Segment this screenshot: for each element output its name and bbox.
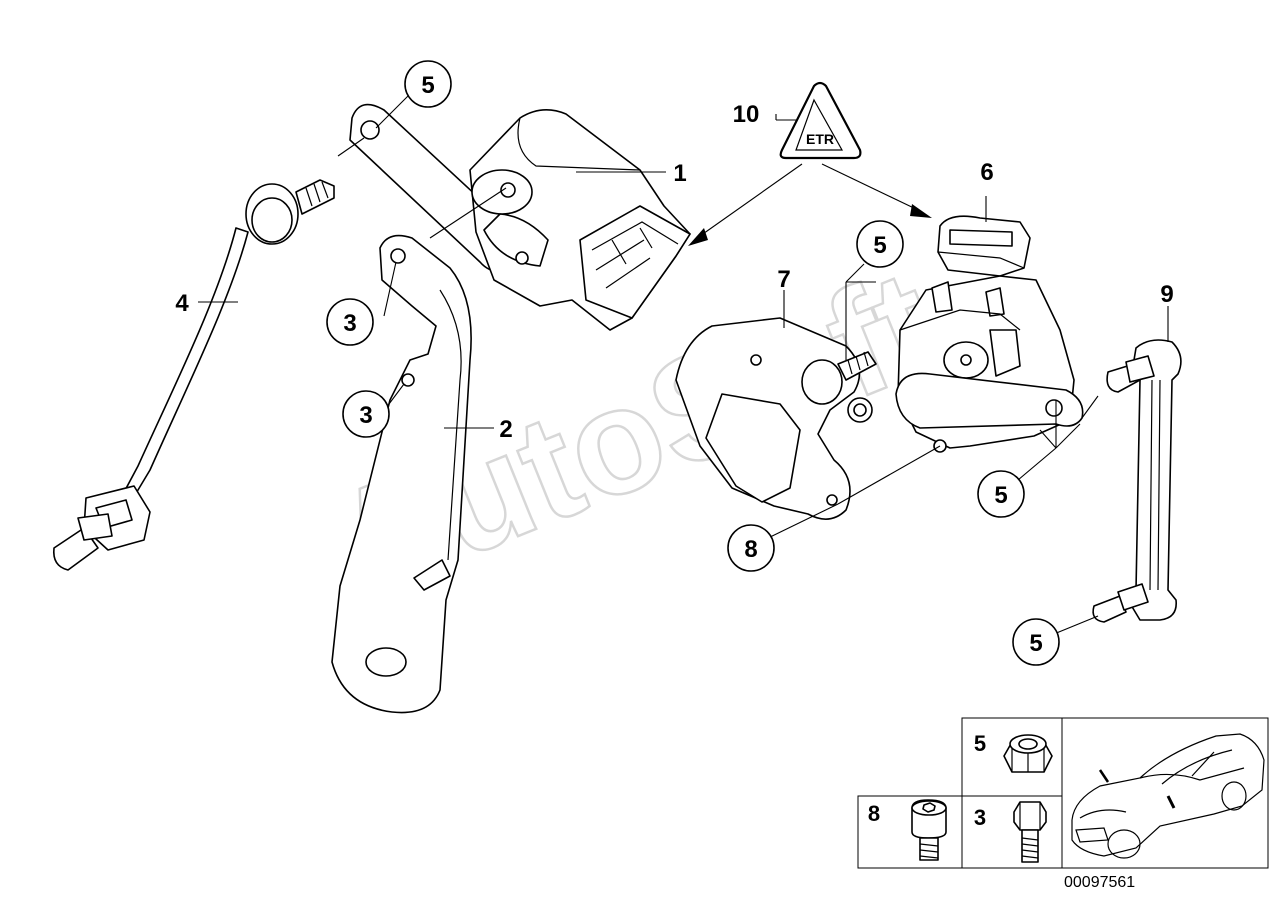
part-6-ride-height-sensor [895,215,1084,453]
svg-text:3: 3 [343,310,356,337]
callout-5-right: 5 [977,470,1025,518]
leader-lines [198,95,1169,635]
part-9-linkage-rod [1092,339,1182,623]
label-6: 6 [980,159,993,186]
svg-text:5: 5 [873,232,886,259]
part-1-ride-height-sensor [349,103,691,331]
legend-table: 5 8 3 [857,717,1269,869]
nut-icon [1003,734,1053,773]
label-1: 1 [673,160,686,187]
part-4-linkage-rod [52,179,335,571]
legend-item-5: 5 [974,731,1053,773]
callout-5-mid: 5 [856,220,904,268]
part-2-bracket [331,234,472,714]
callout-5-bottom: 5 [1012,618,1060,666]
reference-number: 00097561 [1064,874,1135,891]
label-7: 7 [777,266,790,293]
callout-8: 8 [727,524,775,572]
svg-text:8: 8 [868,801,880,826]
callout-5-top: 5 [404,60,452,108]
hex-bolt-icon [1013,801,1047,863]
callout-3-upper: 3 [326,298,374,346]
svg-text:5: 5 [994,482,1007,509]
callout-3-lower: 3 [342,390,390,438]
svg-text:5: 5 [1029,630,1042,657]
warning-symbol-text: ETR [806,131,834,147]
car-icon [1071,733,1265,859]
label-4: 4 [175,290,189,317]
legend-item-8: 8 [868,799,947,861]
svg-text:5: 5 [974,731,986,756]
legend-item-3: 3 [974,801,1047,863]
svg-text:3: 3 [974,805,986,830]
svg-text:5: 5 [421,72,434,99]
part-7-bracket [675,317,877,520]
socket-bolt-icon [911,799,947,861]
label-9: 9 [1160,281,1173,308]
svg-text:3: 3 [359,402,372,429]
label-2: 2 [499,416,512,443]
label-10: 10 [733,101,760,128]
warning-triangle-icon: ETR [779,81,862,160]
svg-text:8: 8 [744,536,757,563]
